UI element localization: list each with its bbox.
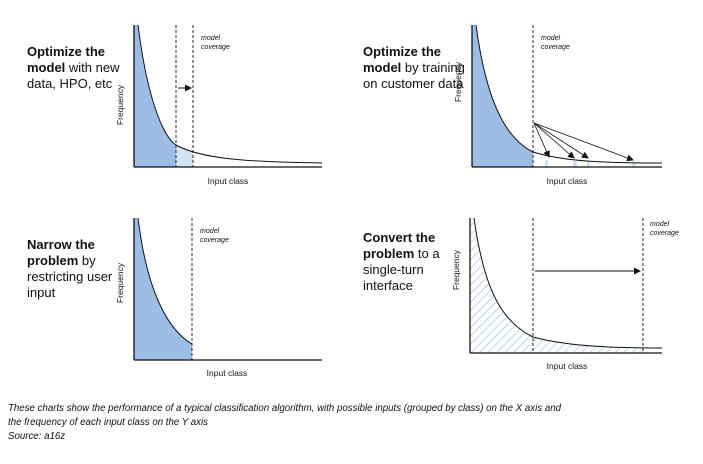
covered-area [472, 25, 533, 167]
coverage-label: coverage [200, 237, 229, 244]
x-axis-label: Input class [547, 361, 588, 371]
coverage-label: model [650, 221, 670, 228]
panel-text-bold: Convert the problem [363, 230, 436, 261]
coverage-label: coverage [201, 44, 230, 51]
panel-text-optimize-model-customer: Optimize the model by training on custom… [363, 44, 468, 92]
customer-class-bar [587, 161, 590, 167]
chart-optimize-model-customer: Frequency Input class model coverage [453, 24, 663, 186]
coverage-label: model [200, 228, 220, 235]
y-axis-label: Frequency [451, 249, 461, 290]
panel-text-narrow-problem: Narrow the problem by restricting user i… [27, 237, 132, 301]
arrow [533, 122, 634, 162]
panel-text-rest: with new data, HPO, etc [27, 60, 120, 91]
frequency-curve [473, 217, 663, 349]
chart-narrow-problem: Frequency Input class model coverage [115, 217, 322, 378]
caption-line-2: the frequency of each input class on the… [8, 417, 208, 428]
coverage-label: coverage [541, 44, 570, 51]
customer-class-bar [632, 162, 636, 167]
panel-text-optimize-model-data: Optimize the model with new data, HPO, e… [27, 44, 132, 92]
panel-text-bold: Optimize the model [363, 44, 442, 75]
chart-convert-problem: Frequency Input class model coverage [451, 217, 679, 371]
caption-source: Source: a16z [8, 431, 66, 442]
x-axis-label: Input class [547, 176, 588, 186]
figure-caption: These charts show the performance of a t… [8, 402, 698, 444]
panel-text-convert-problem: Convert the problem to a single-turn int… [363, 230, 468, 294]
y-axis-label: Frequency [115, 262, 125, 303]
x-axis-label: Input class [207, 368, 248, 378]
customer-class-bar [545, 160, 548, 167]
frequency-curve [137, 217, 193, 345]
covered-area [134, 218, 192, 360]
arrow [533, 122, 589, 159]
coverage-label: model [541, 35, 561, 42]
chart-optimize-model-data: Frequency Input class model coverage [115, 24, 323, 186]
y-axis-label: Frequency [115, 84, 125, 125]
panel-text-rest: to a single-turn interface [363, 246, 440, 293]
panel-text-rest: by restricting user input [27, 253, 113, 300]
arrow [533, 122, 575, 159]
coverage-label: model [201, 35, 221, 42]
coverage-label: coverage [650, 230, 679, 237]
panel-text-bold: Narrow the problem [27, 237, 95, 268]
panel-text-bold: Optimize the model [27, 44, 106, 75]
hatched-area [470, 218, 643, 353]
covered-area [134, 25, 176, 167]
arrow [533, 122, 550, 158]
extended-coverage-area [176, 145, 193, 167]
y-axis-label: Frequency [453, 61, 463, 102]
panel-text-rest: by training on customer data [363, 60, 465, 91]
customer-class-bar [573, 161, 577, 167]
x-axis-label: Input class [208, 176, 249, 186]
caption-line-1: These charts show the performance of a t… [8, 403, 562, 414]
